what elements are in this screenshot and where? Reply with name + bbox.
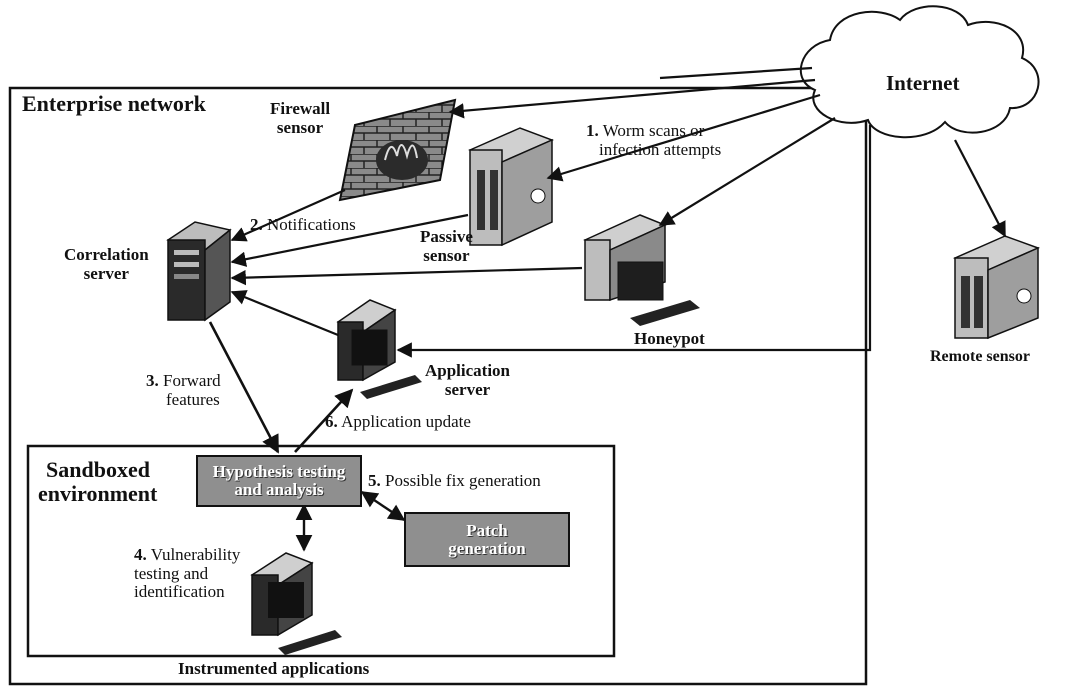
arrow-hypothesis-patch — [360, 491, 406, 521]
arrow-hypothesis-appserver — [294, 388, 354, 453]
hypothesis-line2: and analysis — [234, 480, 324, 499]
step-4-label: 4. Vulnerability testing and identificat… — [134, 545, 241, 602]
correlation-label-line1: Correlation — [64, 245, 149, 264]
passive-sensor-icon — [468, 127, 554, 247]
step-2-text: Notifications — [267, 215, 356, 234]
sandbox-frame — [26, 444, 616, 658]
firewall-sensor-icon — [338, 98, 457, 202]
enterprise-network-frame — [8, 86, 868, 686]
step-5-text: Possible fix generation — [385, 471, 541, 490]
arrow-internet-firewall — [448, 78, 816, 119]
step-5-number: 5. — [368, 471, 381, 490]
step-6-number: 6. — [325, 412, 338, 431]
sandbox-label-line2: environment — [38, 481, 158, 507]
step-4-line1: Vulnerability — [150, 545, 241, 564]
arrow-appserver-correlation — [230, 290, 339, 337]
step-4-number: 4. — [134, 545, 147, 564]
line-internet-frame — [659, 66, 813, 80]
step-4-line2: testing and — [134, 563, 209, 583]
step-6-label: 6. Application update — [325, 412, 471, 432]
step-6-text: Application update — [341, 412, 471, 431]
application-label-line1: Application — [425, 361, 511, 380]
arrow-passive-correlation — [230, 213, 469, 267]
step-2-label: 2. Notifications — [250, 215, 356, 235]
step-2-number: 2. — [250, 215, 263, 234]
passive-sensor-label: Passive sensor — [420, 227, 473, 265]
sandbox-label: Sandboxed environment — [38, 457, 158, 507]
internet-cloud-icon — [799, 5, 1040, 139]
arrow-firewall-correlation — [230, 188, 346, 242]
remote-sensor-icon — [952, 235, 1041, 340]
application-server-icon — [336, 299, 422, 399]
step-3-line1: Forward — [163, 371, 221, 390]
instrumented-applications-label: Instrumented applications — [178, 659, 370, 678]
application-label-line2: server — [444, 379, 491, 399]
passive-label-line1: Passive — [420, 227, 473, 246]
hypothesis-testing-box: Hypothesis testing and analysis — [196, 455, 362, 507]
step-3-line2: features — [166, 389, 220, 409]
instrumented-applications-icon — [250, 552, 342, 655]
passive-label-line2: sensor — [423, 245, 470, 265]
step-3-label: 3. Forward features — [146, 371, 221, 409]
honeypot-icon — [583, 214, 700, 326]
internet-label: Internet — [886, 71, 960, 95]
honeypot-label: Honeypot — [634, 329, 705, 348]
sandbox-label-line1: Sandboxed — [46, 457, 150, 482]
patch-generation-box: Patch generation — [404, 512, 570, 567]
firewall-label-line1: Firewall — [270, 99, 331, 118]
correlation-server-icon — [166, 221, 232, 322]
patch-line1: Patch — [466, 520, 508, 540]
arrow-internet-passive — [546, 93, 821, 182]
arrow-internet-remote — [954, 139, 1006, 238]
hypothesis-line1: Hypothesis testing — [212, 462, 346, 482]
enterprise-network-label: Enterprise network — [22, 91, 206, 116]
step-1-line2: infection attempts — [599, 139, 722, 159]
firewall-sensor-label: Firewall sensor — [270, 99, 331, 137]
step-1-line1: Worm scans or — [602, 121, 705, 140]
remote-sensor-label: Remote sensor — [930, 348, 1030, 365]
arrow-internet-honeypot — [658, 117, 836, 226]
step-3-number: 3. — [146, 371, 159, 390]
arrow-honeypot-correlation — [230, 266, 583, 286]
patch-line2: generation — [448, 538, 526, 558]
step-4-line3: identification — [134, 582, 225, 602]
step-1-label: 1. Worm scans or infection attempts — [586, 121, 722, 159]
step-1-number: 1. — [586, 121, 599, 140]
correlation-label-line2: server — [83, 263, 129, 283]
arrow-internet-application — [396, 125, 872, 358]
arrow-correlation-hypothesis — [208, 321, 280, 454]
step-5-label: 5. Possible fix generation — [368, 471, 541, 491]
application-server-label: Application server — [425, 361, 511, 399]
firewall-label-line2: sensor — [276, 117, 324, 137]
correlation-server-label: Correlation server — [64, 245, 149, 283]
